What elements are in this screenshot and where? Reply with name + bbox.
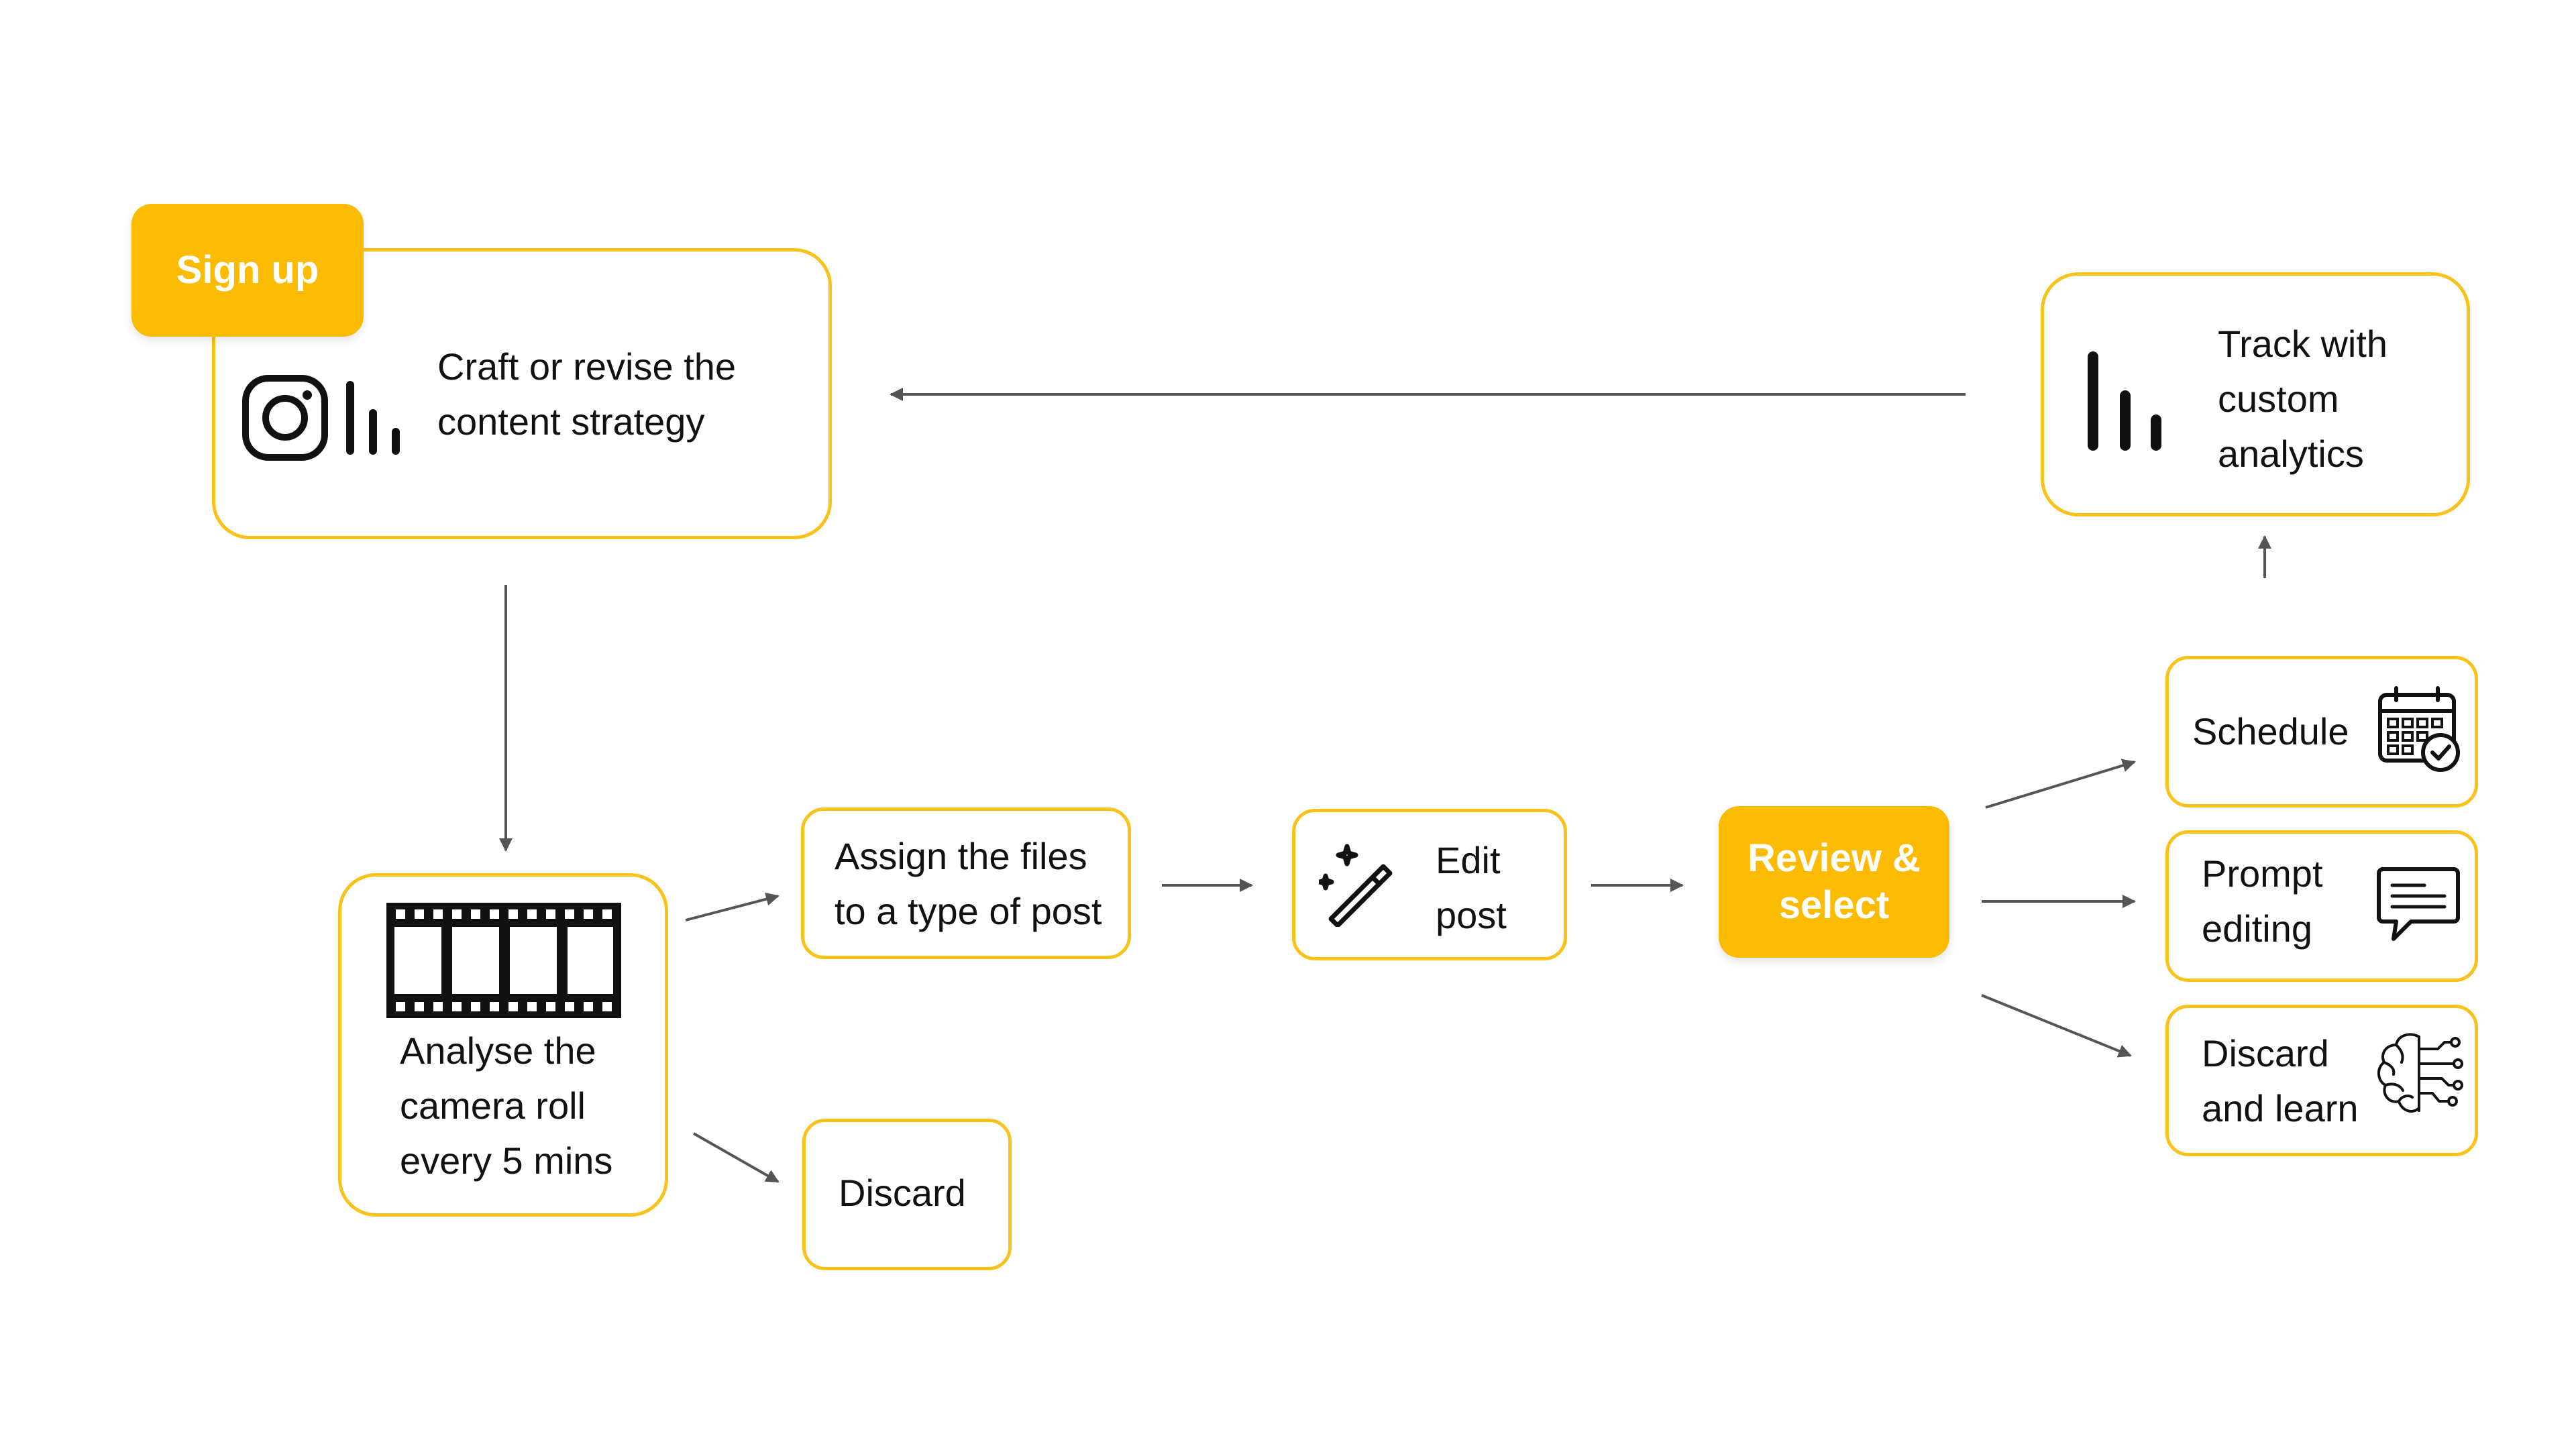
analytics-line-2: custom: [2218, 378, 2339, 420]
analytics-text: Track with custom analytics: [2218, 317, 2387, 482]
arrow-review-to-schedule: [1985, 759, 2136, 809]
discard-learn-line-2: and learn: [2202, 1087, 2359, 1129]
bar-chart-icon: [2088, 351, 2161, 451]
analytics-node: [2041, 272, 2470, 516]
instagram-icon: [242, 375, 328, 461]
chat-bubble-icon: [2377, 867, 2460, 941]
schedule-node: [2165, 656, 2478, 807]
brain-circuit-icon: [2377, 1033, 2463, 1113]
assign-line-2: to a type of post: [835, 890, 1102, 932]
prompt-line-1: Prompt: [2202, 852, 2323, 895]
arrow-analyse-to-assign: [685, 892, 780, 922]
analyse-text: Analyse the camera roll every 5 mins: [400, 1023, 612, 1188]
content-strategy-line-2: content strategy: [437, 400, 705, 443]
arrow-review-to-discard-learn: [1981, 994, 2132, 1058]
assign-files-node: [801, 807, 1131, 959]
content-strategy-text: Craft or revise the content strategy: [437, 339, 736, 449]
schedule-text: Schedule: [2192, 704, 2349, 759]
content-strategy-line-1: Craft or revise the: [437, 345, 737, 388]
assign-line-1: Assign the files: [835, 835, 1087, 877]
review-line-2: select: [1778, 883, 1890, 927]
arrow-analyse-to-discard: [693, 1132, 780, 1183]
discard-label: Discard: [839, 1172, 966, 1214]
sign-up-label: Sign up: [176, 248, 319, 292]
discard-and-learn-node: [2165, 1005, 2478, 1156]
review-select-text: Review & select: [1748, 835, 1921, 929]
edit-text: Edit post: [1436, 833, 1507, 943]
film-strip-icon: [386, 903, 621, 1018]
analyse-line-3: every 5 mins: [400, 1139, 613, 1182]
analytics-line-3: analytics: [2218, 433, 2364, 475]
analytics-line-1: Track with: [2218, 323, 2388, 365]
bar-chart-icon: [346, 381, 400, 455]
edit-line-1: Edit: [1436, 839, 1501, 881]
edit-post-node: [1292, 809, 1567, 960]
magic-wand-icon: [1319, 844, 1393, 927]
prompt-text: Prompt editing: [2202, 846, 2323, 956]
schedule-label: Schedule: [2192, 710, 2349, 752]
prompt-line-2: editing: [2202, 907, 2313, 950]
calendar-check-icon: [2378, 686, 2460, 772]
review-line-1: Review &: [1748, 836, 1921, 880]
review-select-button[interactable]: Review & select: [1719, 806, 1949, 958]
analyse-line-2: camera roll: [400, 1084, 586, 1127]
edit-line-2: post: [1436, 894, 1507, 936]
discard-text: Discard: [839, 1166, 966, 1221]
discard-node: [802, 1119, 1012, 1270]
discard-learn-text: Discard and learn: [2202, 1026, 2359, 1136]
assign-text: Assign the files to a type of post: [835, 829, 1102, 939]
analyse-line-1: Analyse the: [400, 1029, 596, 1072]
sign-up-button[interactable]: Sign up: [131, 204, 364, 337]
discard-learn-line-1: Discard: [2202, 1032, 2329, 1074]
